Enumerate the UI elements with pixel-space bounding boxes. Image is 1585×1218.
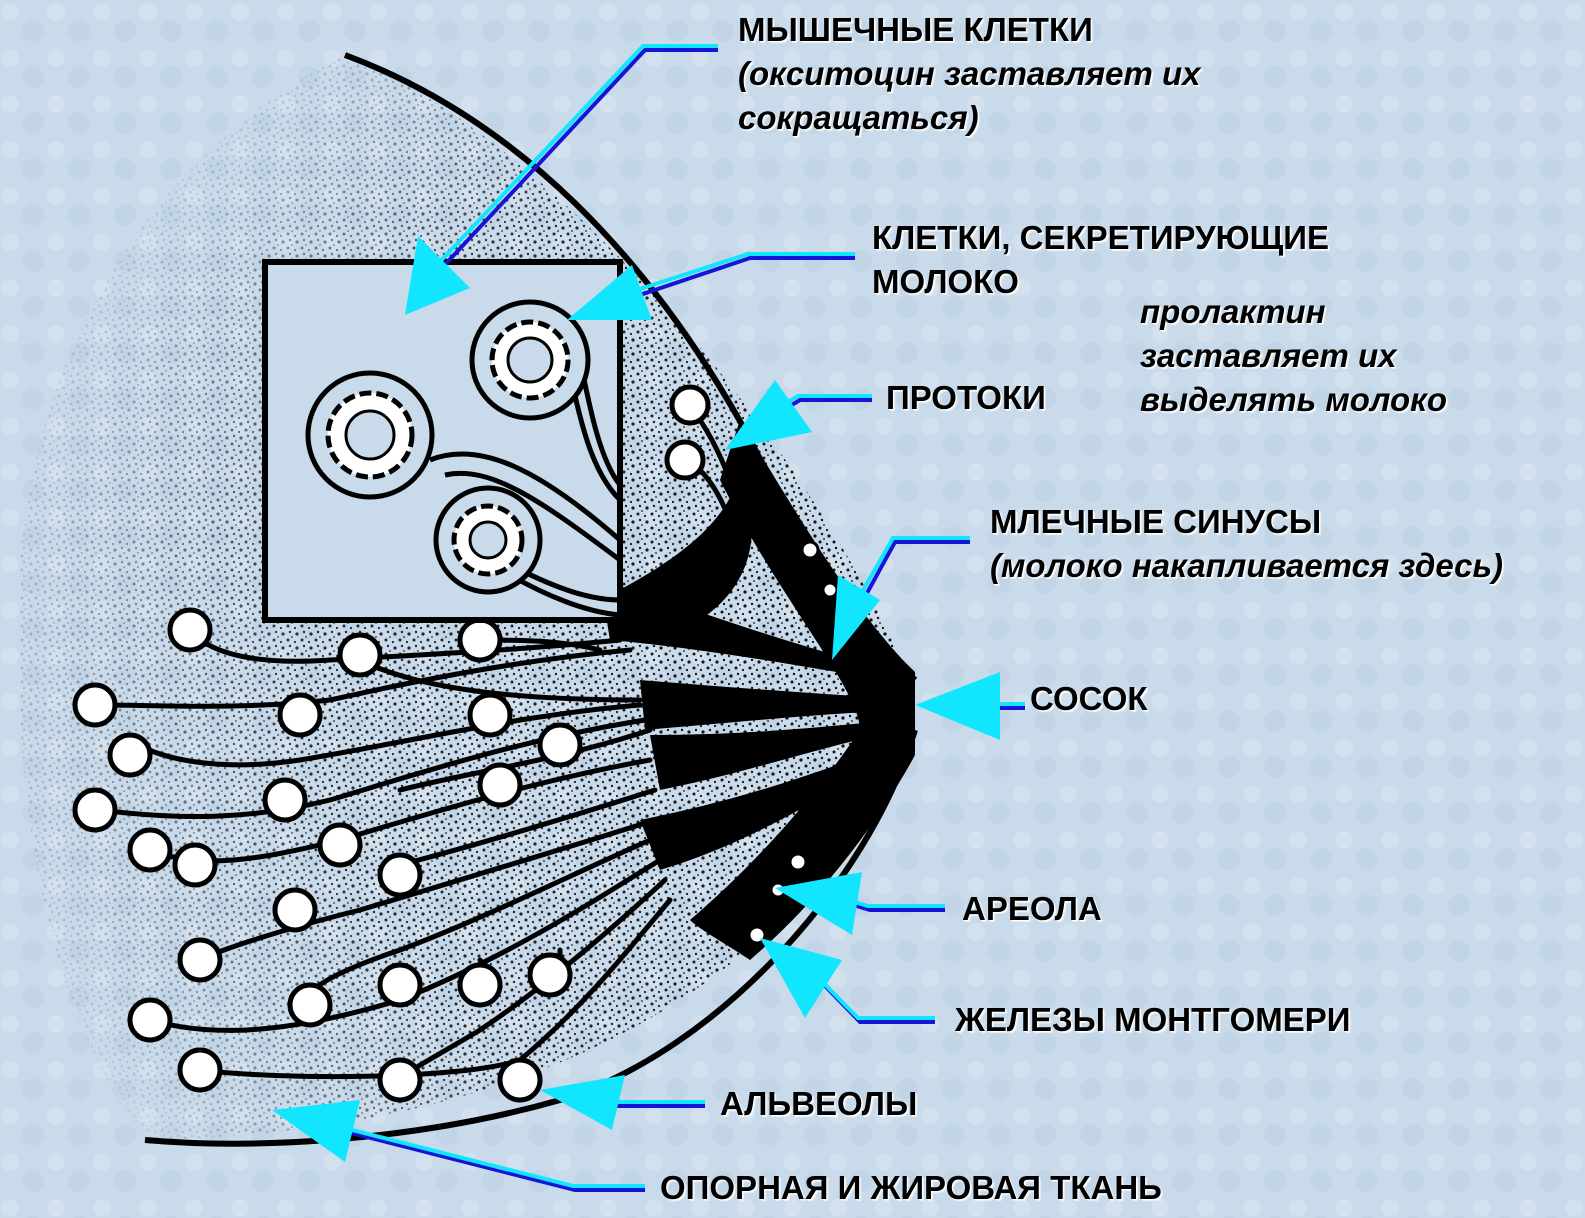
label-muscle-cells-note-1: (окситоцин заставляет их: [738, 52, 1201, 96]
label-muscle-cells-title: МЫШЕЧНЫЕ КЛЕТКИ: [738, 8, 1201, 52]
label-tissue: ОПОРНАЯ И ЖИРОВАЯ ТКАНЬ: [660, 1166, 1162, 1210]
label-prolactin-line1: пролактин: [1140, 290, 1447, 334]
label-sinuses-note: (молоко накапливается здесь): [990, 544, 1503, 588]
label-prolactin-line2: заставляет их: [1140, 334, 1447, 378]
label-areola: АРЕОЛА: [962, 887, 1102, 931]
label-prolactin-note: пролактин заставляет их выделять молоко: [1140, 290, 1447, 422]
label-nipple: СОСОК: [1030, 677, 1148, 721]
label-muscle-cells-note-2: сокращаться): [738, 96, 1201, 140]
label-montgomery: ЖЕЛЕЗЫ МОНТГОМЕРИ: [955, 998, 1350, 1042]
label-prolactin-line3: выделять молоко: [1140, 378, 1447, 422]
label-sinuses-title: МЛЕЧНЫЕ СИНУСЫ: [990, 500, 1503, 544]
label-alveoli: АЛЬВЕОЛЫ: [720, 1082, 917, 1126]
label-ducts: ПРОТОКИ: [886, 376, 1046, 420]
label-secreting-cells-line1: КЛЕТКИ, СЕКРЕТИРУЮЩИЕ: [872, 216, 1329, 260]
label-sinuses: МЛЕЧНЫЕ СИНУСЫ (молоко накапливается зде…: [990, 500, 1503, 588]
label-muscle-cells: МЫШЕЧНЫЕ КЛЕТКИ (окситоцин заставляет их…: [738, 8, 1201, 140]
